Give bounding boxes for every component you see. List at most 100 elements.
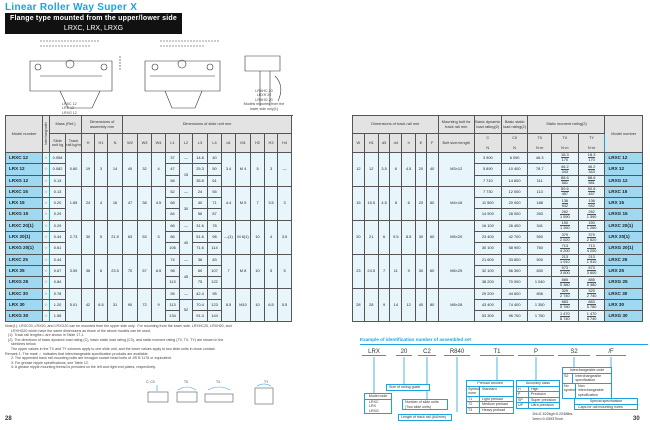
rail-f: 80 <box>425 287 439 323</box>
static-load-rating: 14 600 <box>500 174 529 187</box>
cell-d1: 3.4 <box>221 152 237 187</box>
header-unit: N <box>513 144 516 150</box>
moment-t0: 1 040 <box>527 276 552 289</box>
dynamic-load-rating: 5 890 <box>473 163 502 176</box>
cell-h: 30 <box>81 219 96 255</box>
cell-n: 21.5 <box>107 219 124 255</box>
rail-w: 12 <box>352 152 365 187</box>
sketch-label: T0 <box>184 380 188 384</box>
front-view-drawing <box>29 60 113 109</box>
cell-l1: 98 <box>165 264 181 278</box>
model-number: LRX 15 <box>5 197 43 210</box>
header-interchangeable-text: Interchangeable <box>43 121 48 145</box>
cell-h4: — <box>277 152 293 187</box>
dynamic-load-rating: 14 900 <box>473 208 502 221</box>
cell-w4: 5 <box>151 219 167 255</box>
box-title: Preload amount <box>467 381 513 387</box>
cell-h: 19 <box>81 152 96 187</box>
cell-h4: 3.5 <box>277 219 293 255</box>
sketch-t0 <box>176 391 198 403</box>
model-number: LRXC 12 <box>5 151 43 165</box>
model-number: LRXC 12 <box>604 151 643 165</box>
header-symbol: TY <box>589 135 595 141</box>
code-accuracy: P <box>518 349 554 356</box>
rail-length-box: Length of track rail (840mm) <box>398 414 452 421</box>
rail-e: 20 <box>415 185 427 221</box>
cell-l2: 52 <box>179 298 194 323</box>
header-unit: N·m <box>536 144 544 150</box>
box-code: S2 <box>563 373 574 383</box>
cell-l1: 86 <box>165 231 181 244</box>
cell-l4: 87 <box>207 208 223 221</box>
header-mass: Mass (Ref.) <box>48 115 83 134</box>
dynamic-load-rating: 32 100 <box>473 264 502 278</box>
interchangeable-star-icon: ☆ <box>42 264 50 278</box>
interchangeable-star-icon: ☆ <box>42 208 50 221</box>
model-number: LRXG 20(1) <box>604 242 643 255</box>
box-meaning: Non interchangeable specification <box>578 383 604 397</box>
cell-m1: M 6(1) <box>235 219 252 255</box>
cell-l1: 74 <box>165 253 181 266</box>
interchangeable-star-icon: ☆ <box>42 163 50 176</box>
dynamic-load-rating: 23 400 <box>473 231 502 244</box>
rail-w: 15 <box>352 185 365 221</box>
cell-h1: 3 <box>94 152 109 187</box>
cell-l3: 25.3 <box>192 163 209 176</box>
conversion-length: 1mm=0.03937inch <box>532 417 564 421</box>
cell-h3: 5 <box>264 253 279 289</box>
box-meaning: High <box>531 386 539 391</box>
rail-h1: 28 <box>363 287 379 323</box>
rail-d4: 14 <box>389 287 403 323</box>
cell-l2: — <box>179 219 194 233</box>
moment-t0: 111 <box>527 174 552 187</box>
rail-h: 12 <box>401 287 417 323</box>
interchangeable-star-icon: ☆ <box>42 298 50 312</box>
mass-slide: 0.78 <box>49 287 66 300</box>
cell-d1: 7 <box>221 253 237 289</box>
cell-l3: 56 <box>192 208 209 221</box>
cell-n: 31 <box>107 287 124 323</box>
model-number: LRXG 15 <box>5 208 43 221</box>
page-number-right: 30 <box>633 416 640 422</box>
drawing-note: Models mounted from the lower side only(… <box>243 102 285 111</box>
box-title: Special specification <box>575 399 637 405</box>
mass-slide: 0.61 <box>49 242 66 255</box>
rail-f: 60 <box>425 219 439 255</box>
rail-e: 30 <box>415 219 427 255</box>
notes: Note(1): LRXC20, LRX20, and LRXG20 can b… <box>5 324 305 370</box>
interchangeable-star-icon: ☆ <box>42 231 50 244</box>
header-mass-rail: Track rail kg/m <box>64 133 83 153</box>
mass-slide: 0.29 <box>49 208 66 221</box>
header-n: N <box>107 133 124 153</box>
dynamic-load-rating: 38 200 <box>473 276 502 289</box>
rail-h: 9 <box>401 253 417 289</box>
moment-t0: 550 <box>527 231 552 244</box>
cell-l2: — <box>179 287 194 300</box>
rail-e: 20 <box>415 152 427 187</box>
rail-h1: 21 <box>363 219 379 255</box>
cell-rail_mass: 1.65 <box>64 185 83 221</box>
model-number: LRXC 15 <box>5 185 43 199</box>
cell-m1: M 4 <box>235 152 252 187</box>
sketch-label: TY <box>264 380 269 384</box>
